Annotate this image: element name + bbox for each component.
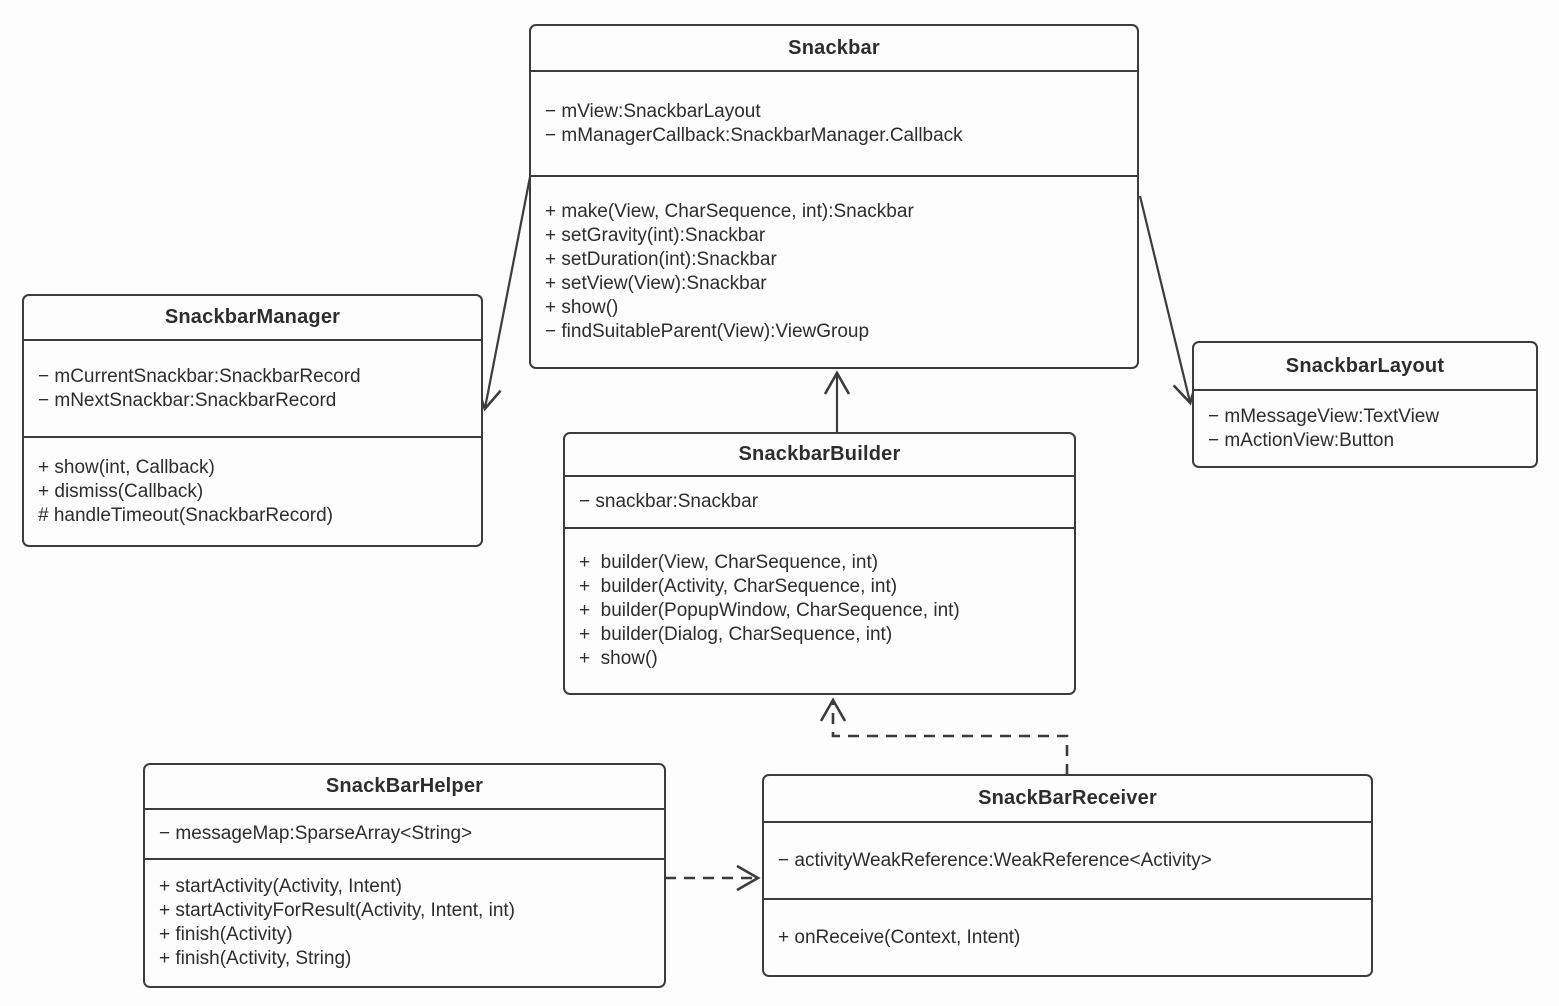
member-line: + setDuration(int):Snackbar	[545, 249, 777, 270]
member-line: + show(int, Callback)	[38, 456, 215, 478]
class-snackbarlayout-title: SnackbarLayout	[1285, 354, 1445, 377]
member-line: + builder(View, CharSequence, int)	[579, 552, 879, 573]
class-snackbar-title: Snackbar	[788, 36, 880, 59]
member-line: − findSuitableParent(View):ViewGroup	[545, 321, 870, 342]
class-snackbar-attributes: − mView:SnackbarLayout− mManagerCallback…	[531, 70, 1137, 175]
member-line: + setGravity(int):Snackbar	[545, 225, 766, 246]
member-line: + onReceive(Context, Intent)	[778, 926, 1021, 948]
class-snackbarhelper: SnackBarHelper − messageMap:SparseArray<…	[143, 763, 666, 988]
class-snackbarlayout: SnackbarLayout − mMessageView:TextView− …	[1192, 341, 1538, 468]
member-line: + setView(View):Snackbar	[545, 273, 767, 294]
class-snackbarreceiver-attributes: − activityWeakReference:WeakReference<Ac…	[764, 821, 1371, 898]
member-line: − activityWeakReference:WeakReference<Ac…	[778, 849, 1212, 871]
class-snackbarhelper-attributes: − messageMap:SparseArray<String>	[145, 808, 664, 858]
member-line: + builder(PopupWindow, CharSequence, int…	[579, 600, 960, 621]
member-line: − mNextSnackbar:SnackbarRecord	[38, 389, 337, 411]
member-line: + show()	[579, 648, 658, 669]
dependency-snackbarreceiver-to-snackbarbuilder-arrow	[819, 697, 1069, 775]
class-snackbarbuilder: SnackbarBuilder − snackbar:Snackbar + bu…	[563, 432, 1076, 695]
member-line: − mView:SnackbarLayout	[545, 100, 761, 122]
member-line: + dismiss(Callback)	[38, 480, 204, 502]
class-snackbarreceiver-methods: + onReceive(Context, Intent)	[764, 898, 1371, 975]
class-snackbarlayout-attributes: − mMessageView:TextView− mActionView:But…	[1194, 389, 1536, 466]
member-line: + make(View, CharSequence, int):Snackbar	[545, 201, 914, 222]
class-snackbar-methods: + make(View, CharSequence, int):Snackbar…	[531, 175, 1137, 367]
member-line: − messageMap:SparseArray<String>	[159, 823, 473, 844]
class-snackbarmanager: SnackbarManager − mCurrentSnackbar:Snack…	[22, 294, 483, 547]
class-snackbarhelper-title: SnackBarHelper	[325, 775, 484, 797]
member-line: + startActivityForResult(Activity, Inten…	[159, 900, 515, 921]
association-snackbar-to-snackbarmanager-arrow	[475, 176, 532, 412]
class-snackbarmanager-attributes: − mCurrentSnackbar:SnackbarRecord− mNext…	[24, 339, 481, 436]
class-snackbarhelper-methods: + startActivity(Activity, Intent) + start…	[145, 858, 664, 986]
class-snackbarmanager-methods: + show(int, Callback)+ dismiss(Callback)…	[24, 436, 481, 545]
member-line: + finish(Activity, String)	[159, 948, 352, 969]
class-snackbarbuilder-methods: + builder(View, CharSequence, int) + buil…	[565, 527, 1074, 693]
member-line: + builder(Activity, CharSequence, int)	[579, 576, 898, 597]
member-line: # handleTimeout(SnackbarRecord)	[38, 504, 334, 526]
member-line: − snackbar:Snackbar	[579, 491, 759, 512]
member-line: + finish(Activity)	[159, 924, 293, 945]
class-snackbarreceiver-title: SnackBarReceiver	[978, 787, 1157, 809]
member-line: + startActivity(Activity, Intent)	[159, 876, 403, 897]
class-snackbar: Snackbar − mView:SnackbarLayout− mManage…	[529, 24, 1139, 369]
member-line: − mMessageView:TextView	[1208, 405, 1440, 427]
association-snackbar-to-snackbarlayout-arrow	[1138, 195, 1199, 406]
class-snackbarbuilder-title: SnackbarBuilder	[738, 443, 901, 465]
member-line: − mManagerCallback:SnackbarManager.Callb…	[545, 124, 963, 146]
class-snackbarmanager-title: SnackbarManager	[164, 306, 341, 328]
member-line: + builder(Dialog, CharSequence, int)	[579, 624, 893, 645]
class-snackbarreceiver: SnackBarReceiver − activityWeakReference…	[762, 774, 1373, 977]
member-line: + show()	[545, 297, 619, 318]
class-snackbarbuilder-attributes: − snackbar:Snackbar	[565, 475, 1074, 527]
member-line: − mCurrentSnackbar:SnackbarRecord	[38, 365, 361, 387]
member-line: − mActionView:Button	[1208, 429, 1395, 451]
